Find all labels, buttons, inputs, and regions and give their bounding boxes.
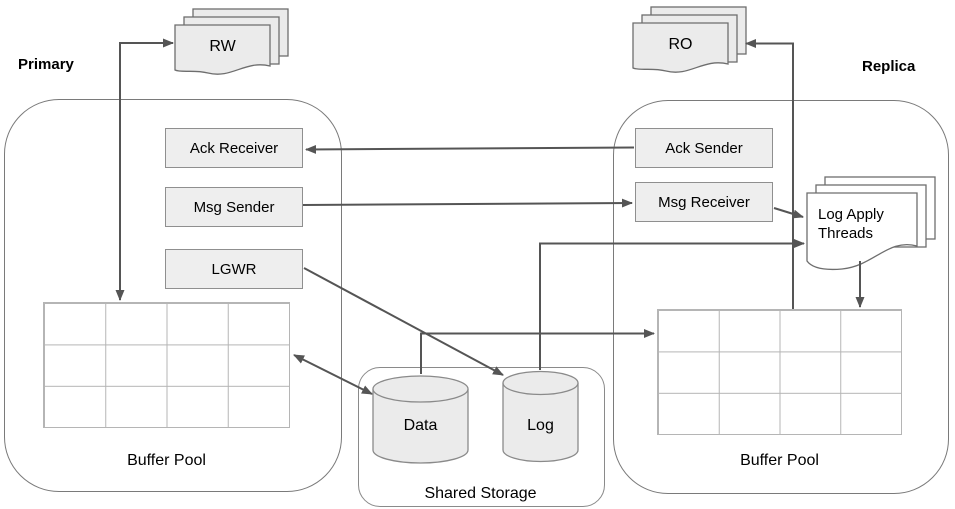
- log-cylinder-label: Log: [527, 417, 554, 434]
- lgwr-box: LGWR: [165, 249, 303, 289]
- replica-buffer-pool-label: Buffer Pool: [740, 452, 819, 469]
- ack-sender-box: Ack Sender: [635, 128, 773, 168]
- primary-title: Primary: [18, 56, 74, 73]
- primary-buffer-pool-label: Buffer Pool: [127, 452, 206, 469]
- arrow-acksender-to-ackreceiver: [305, 144, 635, 154]
- primary-buffer-pool-grid: [43, 302, 290, 428]
- data-cylinder-label: Data: [403, 417, 438, 434]
- ack-receiver-box: Ack Receiver: [165, 128, 303, 168]
- replica-buffer-pool-grid: [657, 309, 902, 435]
- arrow-msgsender-to-msgreceiver: [302, 198, 633, 208]
- shared-storage-label: Shared Storage: [424, 485, 537, 502]
- ro-client-label: RO: [668, 36, 693, 53]
- log-apply-threads-label: Log Apply Threads: [818, 206, 884, 242]
- replica-title: Replica: [862, 58, 916, 75]
- rw-client-label: RW: [209, 38, 236, 55]
- msg-sender-box: Msg Sender: [165, 187, 303, 227]
- msg-receiver-box: Msg Receiver: [635, 182, 773, 222]
